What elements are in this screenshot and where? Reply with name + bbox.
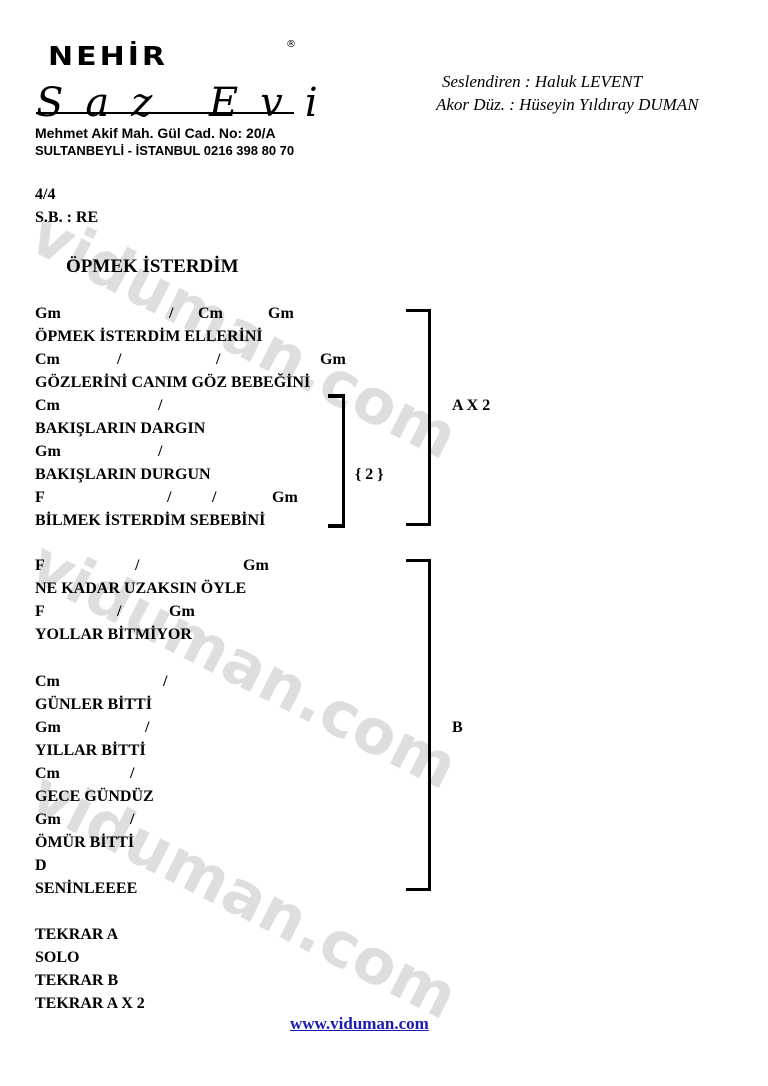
chord: Gm [243, 557, 269, 574]
chord: F [35, 557, 45, 574]
chord: / [163, 673, 168, 690]
chord: Gm [169, 603, 195, 620]
section-b-bracket-top [406, 559, 431, 562]
chord: Cm [35, 397, 60, 414]
time-signature: 4/4 [35, 186, 56, 203]
chord: / [216, 351, 221, 368]
chord: Gm [35, 305, 61, 322]
section-b-bracket-bottom [406, 888, 431, 891]
logo-underline [36, 112, 294, 114]
lyric-line: NE KADAR UZAKSIN ÖYLE [35, 580, 247, 597]
chord: Gm [35, 443, 61, 460]
section-b-bracket [428, 559, 431, 891]
chord: / [158, 397, 163, 414]
chord: / [169, 305, 174, 322]
chord: / [130, 765, 135, 782]
lyric-line: YOLLAR BİTMİYOR [35, 626, 192, 643]
address-line-1: Mehmet Akif Mah. Gül Cad. No: 20/A [35, 125, 276, 141]
chord: F [35, 489, 45, 506]
outro-line: TEKRAR A [35, 926, 119, 943]
lyric-line: BAKIŞLARIN DARGIN [35, 420, 206, 437]
section-a-label: A X 2 [452, 397, 491, 414]
lyric-line: GÜNLER BİTTİ [35, 696, 152, 713]
address-line-2: SULTANBEYLİ - İSTANBUL 0216 398 80 70 [35, 143, 295, 158]
section-a-bracket-top [406, 309, 431, 312]
chord: / [117, 351, 122, 368]
chord: Cm [198, 305, 223, 322]
lyric-line: BİLMEK İSTERDİM SEBEBİNİ [35, 512, 266, 529]
performer-credit: Seslendiren : Haluk LEVENT [442, 72, 643, 91]
song-title: ÖPMEK İSTERDİM [66, 256, 239, 277]
repeat-bracket-inner [342, 394, 345, 528]
lyric-line: GÖZLERİNİ CANIM GÖZ BEBEĞİNİ [35, 374, 311, 391]
chord: Gm [320, 351, 346, 368]
chord: Cm [35, 351, 60, 368]
chord: Gm [35, 811, 61, 828]
chord: / [167, 489, 172, 506]
lyric-line: SENİNLEEEE [35, 880, 138, 897]
lyric-line: BAKIŞLARIN DURGUN [35, 466, 211, 483]
section-a-bracket [428, 309, 431, 526]
outro-line: TEKRAR B [35, 972, 119, 989]
lyric-line: ÖMÜR BİTTİ [35, 834, 135, 851]
repeat-count: { 2 } [355, 466, 384, 483]
repeat-bracket-inner-bottom [328, 524, 345, 528]
tuning: S.B. : RE [35, 209, 99, 226]
section-b-label: B [452, 719, 463, 736]
lyric-line: ÖPMEK İSTERDİM ELLERİNİ [35, 328, 263, 345]
chord: Gm [35, 719, 61, 736]
arranger-credit: Akor Düz. : Hüseyin Yıldıray DUMAN [436, 95, 699, 114]
chord: / [158, 443, 163, 460]
brand-logo-subtitle: Saz Evi [36, 80, 340, 126]
chord: Gm [268, 305, 294, 322]
brand-logo-text: NEHİR [48, 42, 168, 72]
lyric-line: GECE GÜNDÜZ [35, 788, 154, 805]
registered-mark: ® [286, 39, 296, 50]
chord: Gm [272, 489, 298, 506]
chord: / [135, 557, 140, 574]
outro-line: SOLO [35, 949, 80, 966]
chord: F [35, 603, 45, 620]
section-a-bracket-bottom [406, 523, 431, 526]
chord: / [117, 603, 122, 620]
outro-line: TEKRAR A X 2 [35, 995, 145, 1012]
chord: D [35, 857, 47, 874]
chord: / [130, 811, 135, 828]
chord: / [145, 719, 150, 736]
footer-website-link[interactable]: www.viduman.com [290, 1014, 429, 1033]
chord: Cm [35, 673, 60, 690]
repeat-bracket-inner-top [328, 394, 345, 398]
lyric-line: YILLAR BİTTİ [35, 742, 146, 759]
chord: / [212, 489, 217, 506]
chord: Cm [35, 765, 60, 782]
